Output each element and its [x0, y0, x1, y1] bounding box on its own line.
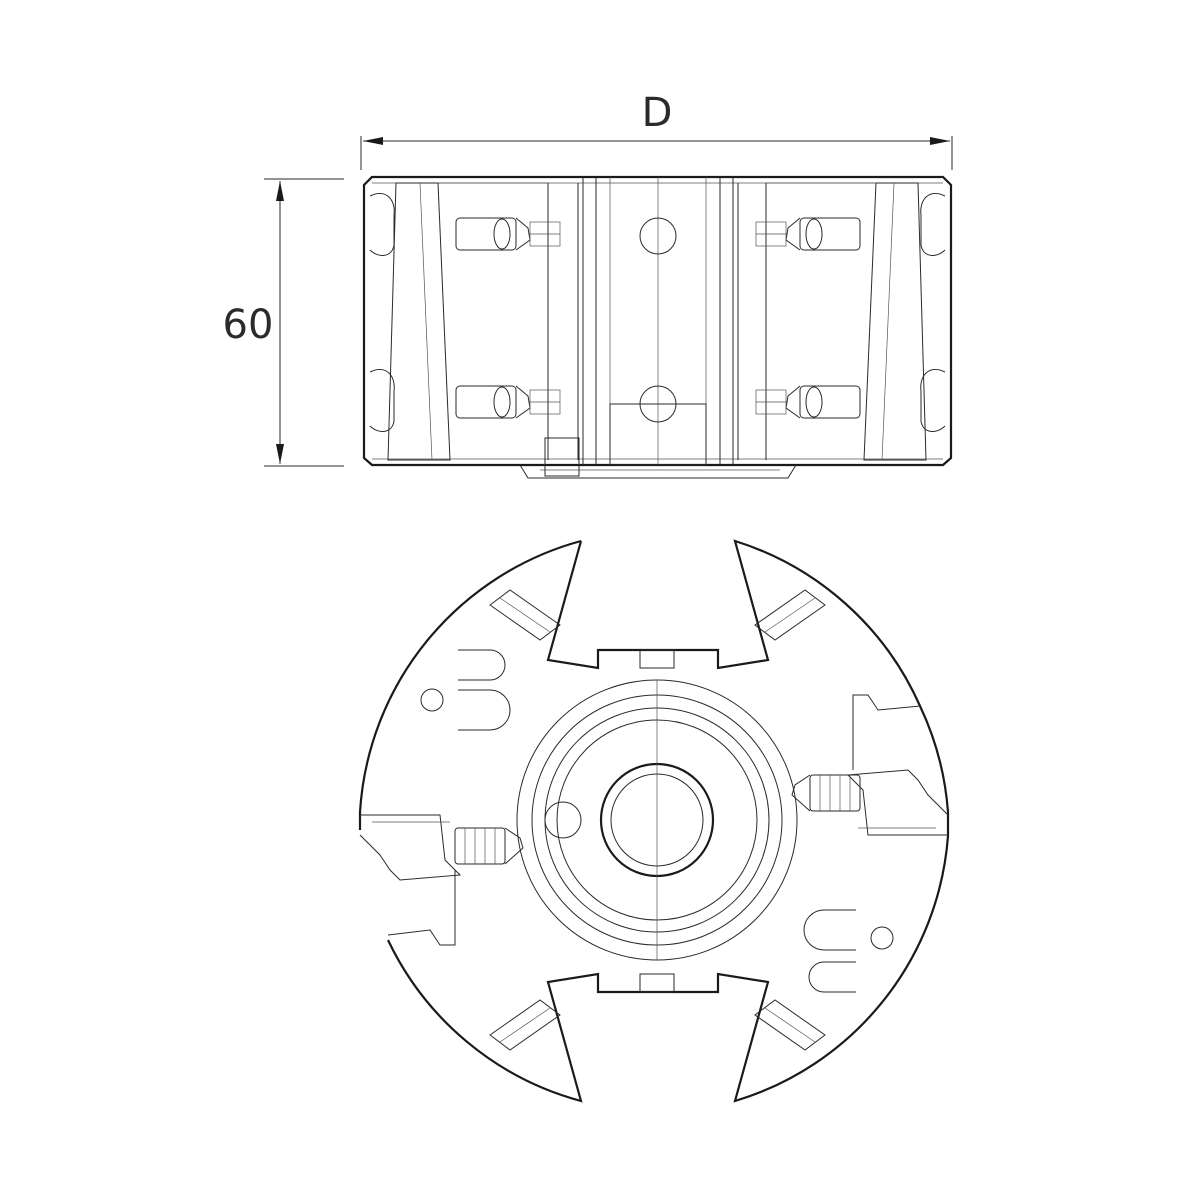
screw — [755, 385, 861, 419]
pin — [754, 589, 826, 641]
screw — [755, 217, 861, 251]
screw — [455, 217, 561, 251]
screw — [455, 385, 561, 419]
dimension-height: 60 — [223, 178, 344, 467]
pin — [489, 589, 561, 641]
pin — [489, 999, 561, 1051]
screw — [791, 774, 861, 812]
dimension-diameter: D — [360, 90, 953, 170]
top-view — [358, 539, 950, 1103]
diameter-label: D — [642, 90, 673, 136]
height-label: 60 — [223, 302, 274, 348]
side-view — [362, 175, 953, 479]
pin — [754, 999, 826, 1051]
screw — [454, 827, 524, 865]
